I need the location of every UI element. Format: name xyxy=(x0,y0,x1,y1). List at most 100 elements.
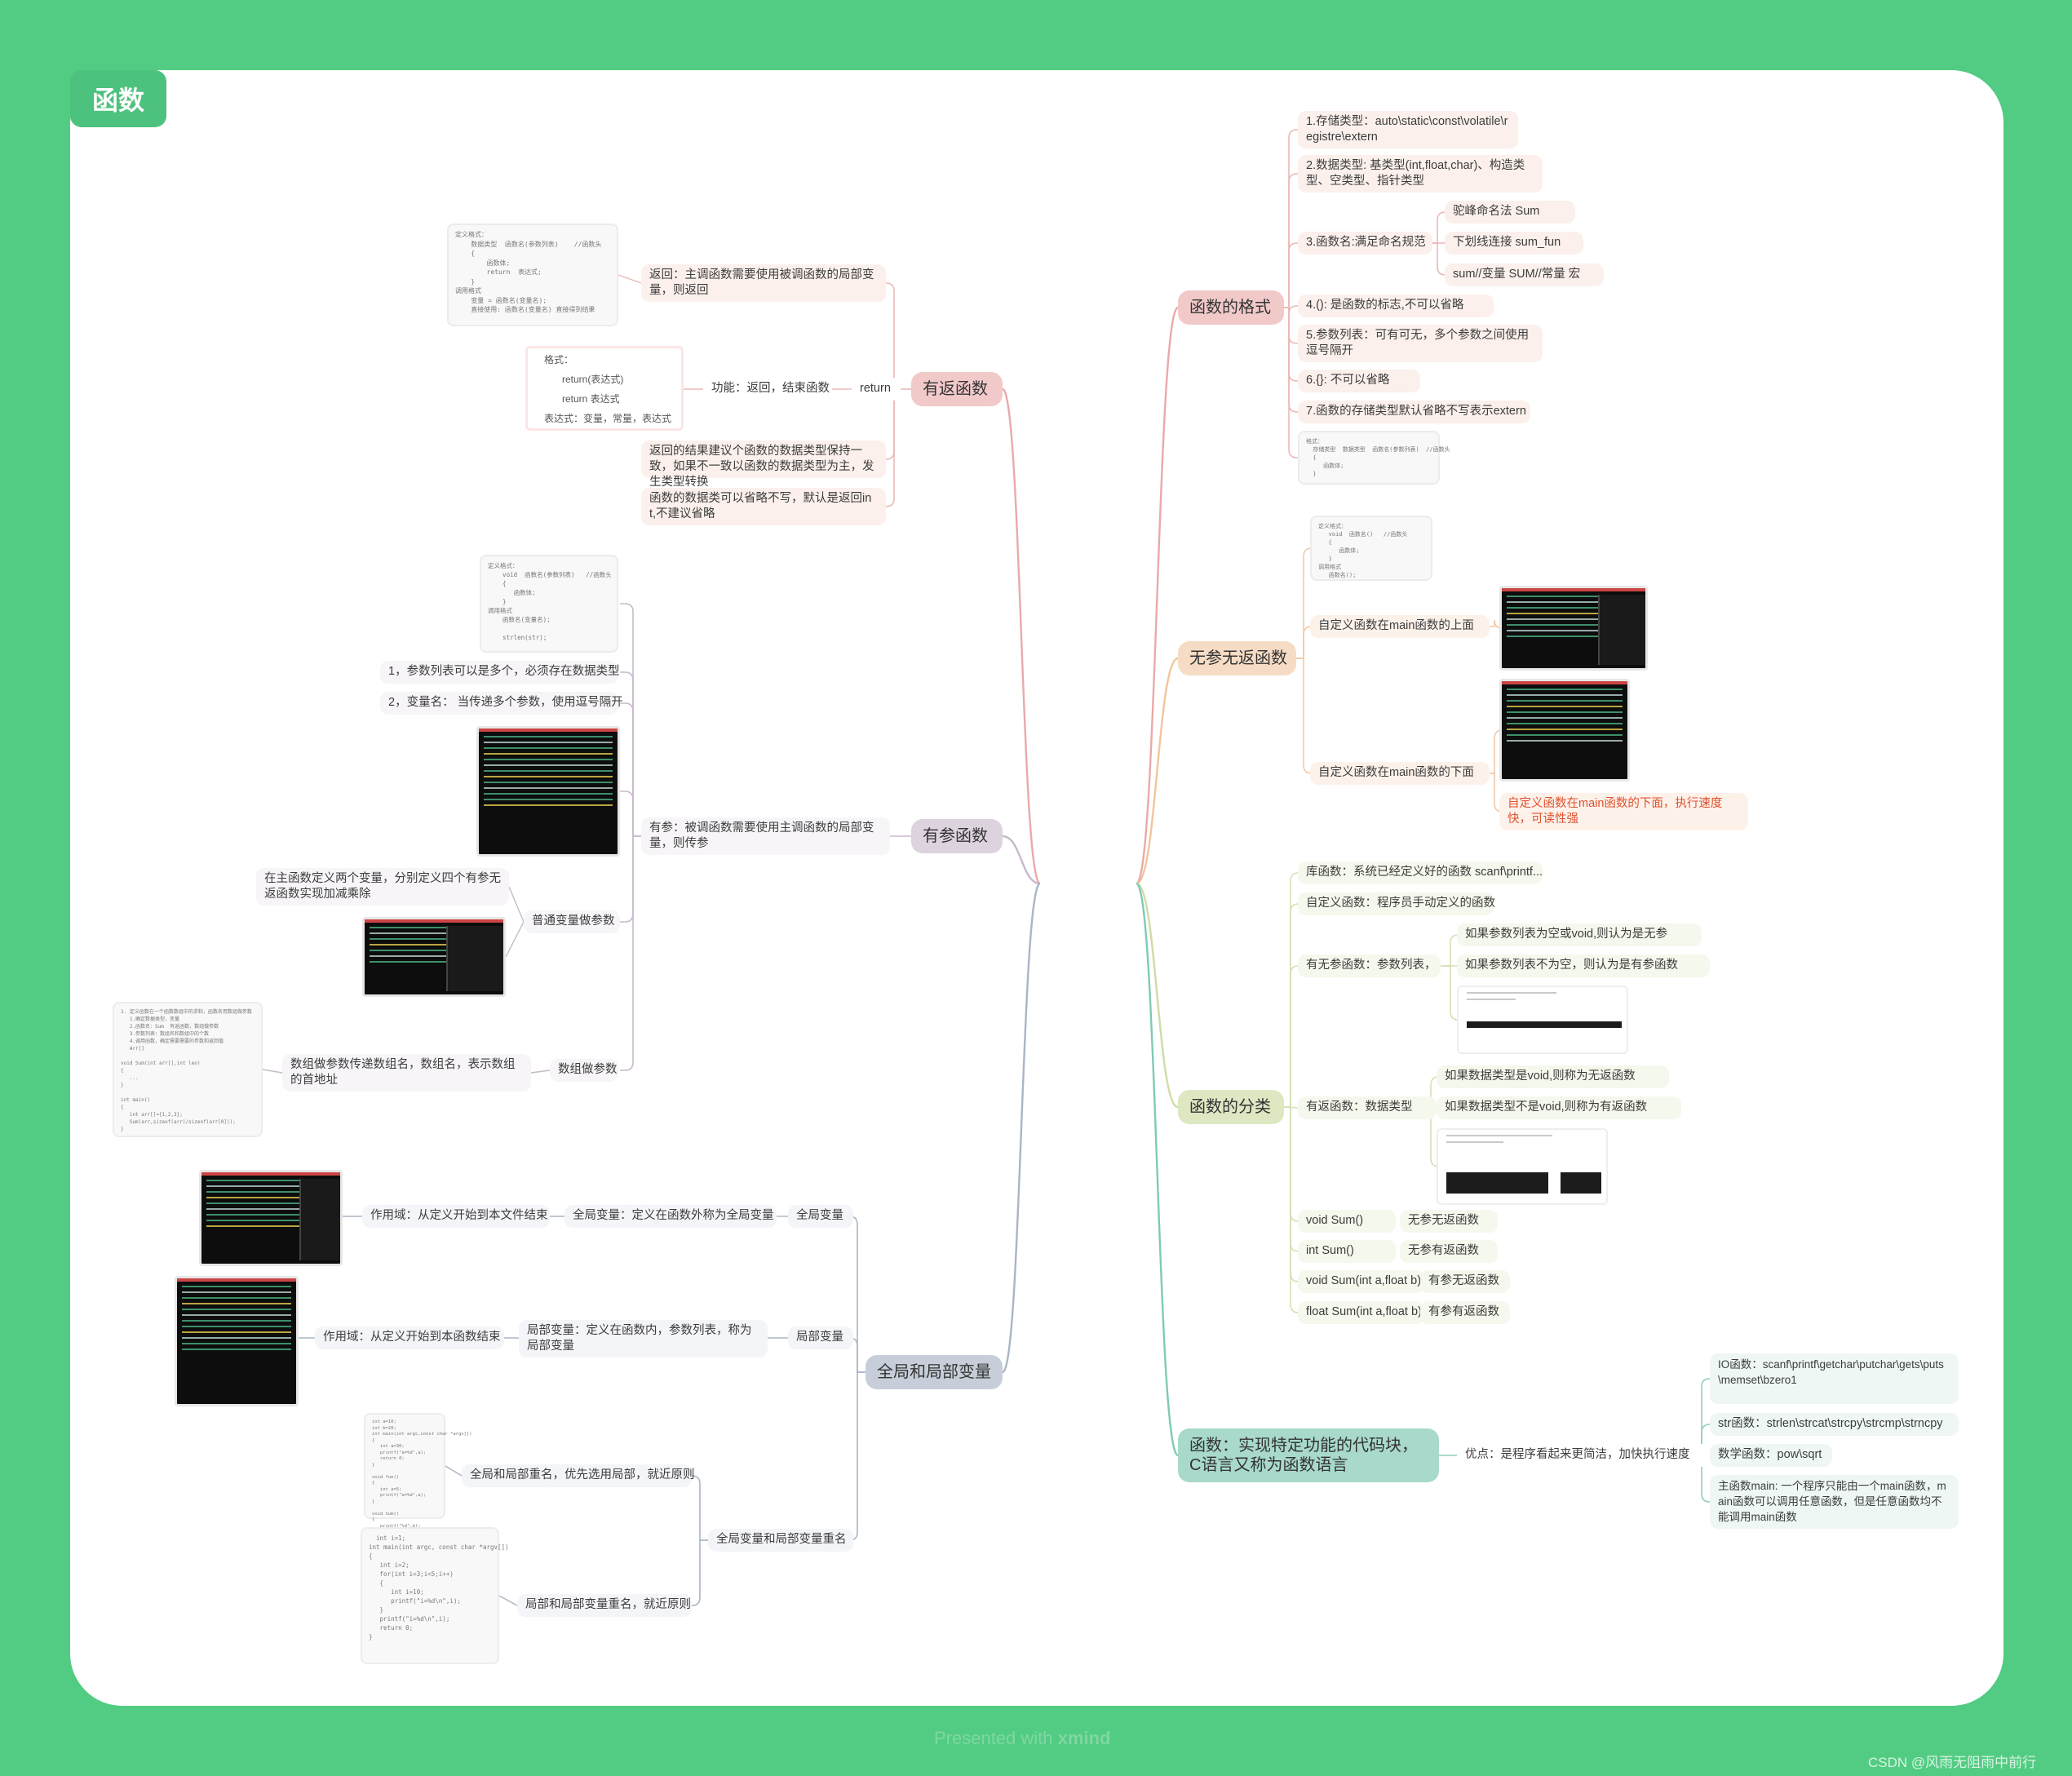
connector-line xyxy=(1284,242,1298,308)
youcan-screenshot xyxy=(476,726,620,857)
connector-line xyxy=(620,835,641,923)
gl-global[interactable]: 全局变量 xyxy=(788,1205,853,1228)
youcan-array[interactable]: 数组做参数 xyxy=(550,1059,618,1082)
topic-format[interactable]: 函数的格式 xyxy=(1178,290,1284,325)
classify-hasret[interactable]: 有返函数：数据类型 xyxy=(1298,1096,1437,1119)
connector-line xyxy=(1136,882,1179,1109)
noparam-above-screenshot xyxy=(1499,586,1648,671)
youfan-omit[interactable]: 函数的数据类可以省略不写，默认是返回int,不建议省略 xyxy=(641,488,886,525)
classify-ex4a[interactable]: float Sum(int a,float b) xyxy=(1298,1301,1424,1324)
topic-globallocal[interactable]: 全局和局部变量 xyxy=(866,1355,1003,1389)
connector-line xyxy=(1284,307,1298,458)
classify-hasparam[interactable]: 有无参函数：参数列表， xyxy=(1298,954,1441,977)
definition-main[interactable]: 主函数main: 一个程序只能由一个main函数，main函数可以调用任意函数，… xyxy=(1710,1475,1959,1529)
gl-global-local-same[interactable]: 全局和局部重名，优先选用局部，就近原则 xyxy=(462,1464,695,1487)
connector-line xyxy=(852,282,895,390)
topic-youfan[interactable]: 有返函数 xyxy=(911,372,1003,406)
classify-nonvoid-ret[interactable]: 如果数据类型不是void,则称为有返函数 xyxy=(1437,1096,1681,1119)
gl-local-local-same[interactable]: 局部和局部变量重名，就近原则 xyxy=(517,1594,692,1617)
gl-local-def[interactable]: 局部变量：定义在函数内，参数列表，称为局部变量 xyxy=(519,1320,768,1357)
topic-definition[interactable]: 函数：实现特定功能的代码块，C语言又称为函数语言 xyxy=(1178,1428,1439,1482)
youcan-snippet: 定义格式： void 函数名(参数列表) //函数头 { 函数体; } 调用格式… xyxy=(480,555,618,653)
connector-line xyxy=(620,791,641,837)
youcan-array-desc[interactable]: 数组做参数传递数组名，数组名，表示数组的首地址 xyxy=(282,1054,531,1092)
definition-math[interactable]: 数学函数：pow\sqrt xyxy=(1710,1444,1832,1467)
definition-io[interactable]: IO函数：scanf\printf\getchar\putchar\gets\p… xyxy=(1710,1353,1959,1404)
classify-ex2b[interactable]: 无参有返函数 xyxy=(1400,1240,1498,1263)
format-storage[interactable]: 1.存储类型：auto\static\const\volatile\regist… xyxy=(1298,111,1518,148)
noparam-above[interactable]: 自定义函数在main函数的上面 xyxy=(1310,615,1490,638)
gl-local-screenshot xyxy=(175,1276,299,1406)
topic-noparam[interactable]: 无参无返函数 xyxy=(1178,641,1296,675)
connector-line xyxy=(620,835,641,1071)
youcan-desc[interactable]: 有参：被调函数需要使用主调函数的局部变量，则传参 xyxy=(641,817,890,855)
youcan-array-snippet: 1. 定义函数在一个函数数组中的求和，函数名用数组做参数 1.确定数据类型，变量… xyxy=(113,1002,263,1137)
format-case[interactable]: sum//变量 SUM//常量 宏 xyxy=(1445,264,1604,286)
connector-line xyxy=(691,1539,708,1606)
format-paren[interactable]: 4.(): 是函数的标志,不可以省略 xyxy=(1298,295,1494,317)
gl-global-def[interactable]: 全局变量：定义在函数外称为全局变量 xyxy=(564,1205,777,1228)
connector-line xyxy=(1701,1424,1763,1456)
connector-line xyxy=(1284,965,1299,1108)
noparam-below[interactable]: 自定义函数在main函数的下面 xyxy=(1310,762,1490,785)
classify-ex3a[interactable]: void Sum(int a,float b) xyxy=(1298,1270,1424,1293)
connector-line xyxy=(1136,657,1179,885)
topic-classify[interactable]: 函数的分类 xyxy=(1178,1090,1284,1124)
format-datatype[interactable]: 2.数据类型: 基类型(int,float,char)、构造类型、空类型、指针类… xyxy=(1298,155,1543,193)
presented-with-credit: Presented with xmind xyxy=(934,1728,1110,1749)
format-brace[interactable]: 6.{}: 不可以省略 xyxy=(1298,370,1420,392)
central-topic[interactable]: 函数 xyxy=(70,70,166,127)
classify-custom[interactable]: 自定义函数：程序员手动定义的函数 xyxy=(1298,892,1495,915)
youfan-return[interactable]: return xyxy=(852,378,901,401)
connector-line xyxy=(620,702,641,837)
connector-line xyxy=(1284,1106,1299,1252)
connector-line xyxy=(620,603,641,837)
connector-line xyxy=(1284,307,1298,413)
gl-local[interactable]: 局部变量 xyxy=(788,1326,853,1349)
connector-line xyxy=(1284,1106,1299,1282)
connector-line xyxy=(1432,242,1446,276)
gl-global-scope[interactable]: 作用域：从定义开始到本文件结束 xyxy=(362,1205,550,1228)
youfan-function[interactable]: 功能：返回，结束函数 xyxy=(703,378,832,401)
connector-line xyxy=(852,388,895,507)
classify-nonempty[interactable]: 如果参数列表不为空，则认为是有参函数 xyxy=(1457,954,1710,977)
format-camel[interactable]: 驼峰命名法 Sum xyxy=(1445,201,1575,224)
youfan-snippet: 定义格式： 数据类型 函数名(参数列表) //函数头 { 函数体; return… xyxy=(447,224,618,326)
definition-str[interactable]: str函数：strlen\strcat\strcpy\strcmp\strncp… xyxy=(1710,1413,1959,1436)
format-name[interactable]: 3.函数名:满足命名规范 xyxy=(1298,232,1432,255)
format-snippet: 格式： 存储类型 数据类型 函数名(参数列表) //函数头 { 函数体; } xyxy=(1298,431,1450,485)
classify-void-ret[interactable]: 如果数据类型是void,则称为无返函数 xyxy=(1437,1065,1669,1088)
connector-line xyxy=(1001,388,1042,885)
format-params[interactable]: 5.参数列表：可有可无，多个参数之间使用逗号隔开 xyxy=(1298,325,1543,362)
format-default[interactable]: 7.函数的存储类型默认省略不写表示extern xyxy=(1298,401,1530,423)
classify-lib[interactable]: 库函数：系统已经定义好的函数 scanf\printf... xyxy=(1298,861,1543,884)
youfan-return-desc[interactable]: 返回：主调函数需要使用被调函数的局部变量，则返回 xyxy=(641,264,886,302)
youfan-consistent[interactable]: 返回的结果建议个函数的数据类型保持一致，如果不一致以函数的数据类型为主，发生类型… xyxy=(641,441,886,489)
connector-line xyxy=(1296,626,1313,659)
connector-line xyxy=(1001,882,1042,1374)
classify-ex3b[interactable]: 有参无返函数 xyxy=(1420,1270,1510,1293)
topic-youcan[interactable]: 有参函数 xyxy=(911,819,1003,853)
classify-ex1b[interactable]: 无参无返函数 xyxy=(1400,1210,1498,1233)
connector-line xyxy=(1701,1378,1763,1456)
connector-line xyxy=(848,1371,866,1541)
noparam-note[interactable]: 自定义函数在main函数的下面，执行速度快，可读性强 xyxy=(1499,793,1748,830)
connector-line xyxy=(498,1595,518,1606)
classify-void-empty[interactable]: 如果参数列表为空或void,则认为是无参 xyxy=(1457,923,1702,946)
youcan-normal[interactable]: 普通变量做参数 xyxy=(524,910,620,933)
youcan-param-1[interactable]: 1，参数列表可以是多个，必须存在数据类型 xyxy=(380,661,620,684)
connector-line xyxy=(1284,173,1298,308)
classify-ex4b[interactable]: 有参有返函数 xyxy=(1420,1301,1510,1324)
connector-line xyxy=(1284,307,1298,344)
connector-line xyxy=(1135,882,1180,1457)
gl-rename[interactable]: 全局变量和局部变量重名 xyxy=(708,1529,853,1552)
youfan-format-3: 表达式：变量，常量，表达式 xyxy=(544,413,672,424)
connector-line xyxy=(1432,211,1446,244)
youcan-normal-desc[interactable]: 在主函数定义两个变量，分别定义四个有参无返函数实现加减乘除 xyxy=(256,868,509,906)
gl-local-scope[interactable]: 作用域：从定义开始到本函数结束 xyxy=(315,1326,504,1349)
classify-ex2a[interactable]: int Sum() xyxy=(1298,1240,1396,1263)
classify-ex1a[interactable]: void Sum() xyxy=(1298,1210,1396,1233)
csdn-watermark: CSDN @风雨无阻雨中前行 xyxy=(1868,1755,2037,1770)
youcan-param-2[interactable]: 2，变量名： 当传递多个参数，使用逗号隔开 xyxy=(380,692,623,715)
format-underscore[interactable]: 下划线连接 sum_fun xyxy=(1445,232,1583,255)
